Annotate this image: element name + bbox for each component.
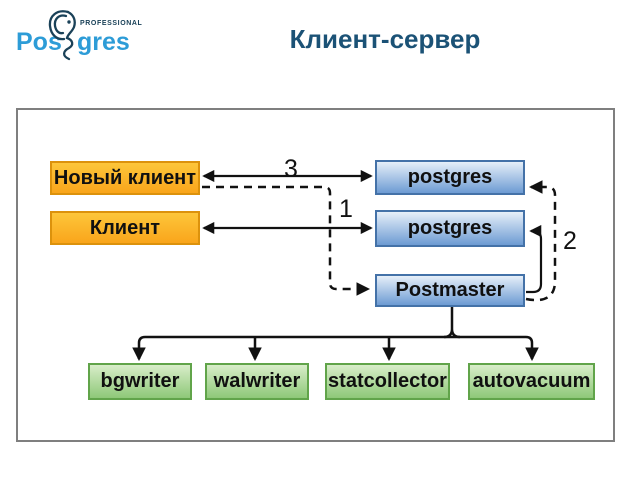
node-new-client: Новый клиент (50, 161, 200, 195)
connector-postmaster-postgres1-dashed (525, 180, 557, 302)
connector-postmaster-postgres2 (526, 224, 543, 294)
elephant-trunk (62, 10, 76, 61)
node-postmaster: Postmaster (375, 274, 525, 307)
diagram-frame: postmaster (dashed) --> 3 1 2 Новый клие… (16, 108, 615, 442)
node-bgwriter: bgwriter (88, 363, 192, 400)
flow-label-2: 2 (563, 227, 577, 255)
logo-text-gres: gres (77, 28, 130, 56)
flow-label-1: 1 (339, 195, 353, 223)
node-walwriter: walwriter (205, 363, 309, 400)
elephant-icon (48, 10, 76, 61)
node-postgres-1: postgres (375, 160, 525, 195)
node-statcollector: statcollector (325, 363, 450, 400)
node-postgres-2: postgres (375, 210, 525, 247)
page-title: Клиент-сервер (289, 24, 481, 54)
logo-text-pos: Pos (16, 28, 62, 56)
postgres-pro-logo: Pos gres PROFESSIONAL (14, 6, 189, 68)
elephant-eye (67, 20, 71, 24)
flow-label-3: 3 (284, 155, 298, 183)
elephant-ear-outer (48, 10, 70, 41)
connector-postmaster-trunk (443, 307, 461, 339)
node-autovacuum: autovacuum (468, 363, 595, 400)
logo-professional-label: PROFESSIONAL (80, 20, 143, 27)
node-client: Клиент (50, 211, 200, 245)
elephant-ear-inner (53, 14, 68, 35)
connector-branch-rail (132, 335, 539, 362)
